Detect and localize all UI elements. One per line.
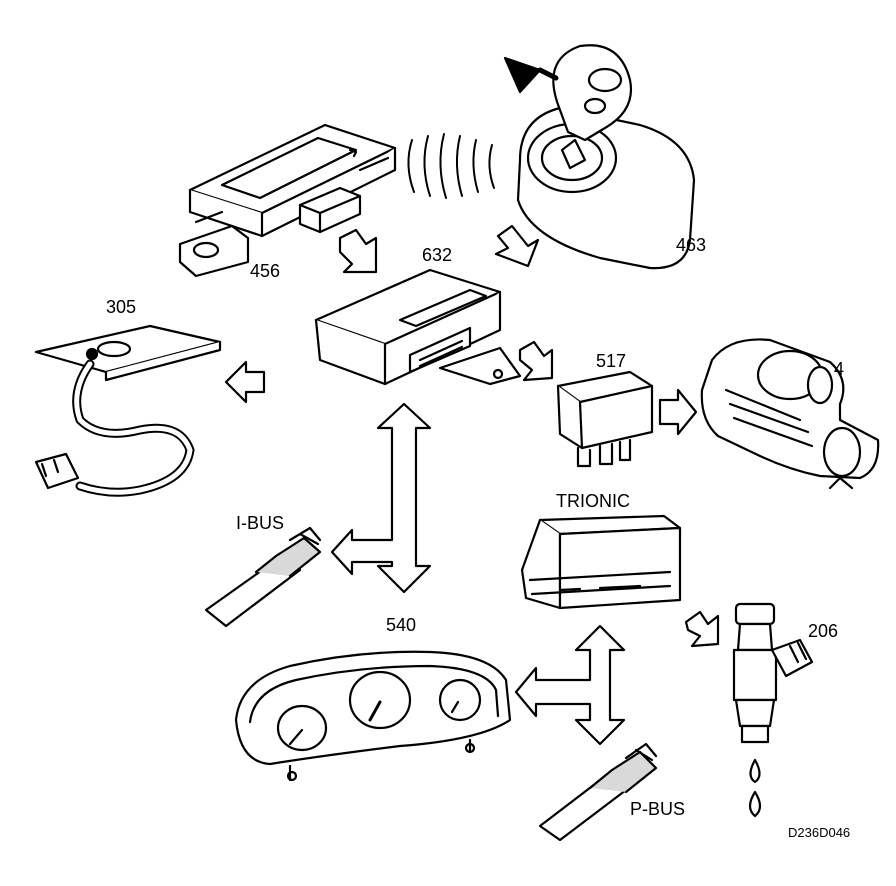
theft-module-456-illustration	[178, 123, 397, 278]
antenna-305-illustration	[34, 324, 222, 497]
label-632: 632	[422, 245, 453, 265]
flow-arrows	[224, 224, 720, 746]
label-i-bus: I-BUS	[236, 513, 285, 533]
arrow-trionic-to-injector	[684, 610, 720, 648]
central-electronic-unit-632-illustration	[314, 268, 522, 386]
arrow-relay-to-starter	[658, 388, 698, 436]
arrow-central-to-relay	[518, 340, 554, 382]
label-305: 305	[106, 297, 137, 317]
p-bus-cable-illustration	[538, 742, 658, 842]
arrow-key-to-central	[494, 224, 540, 268]
label-463: 463	[676, 235, 707, 255]
trionic-ecu-illustration	[520, 514, 682, 610]
figure-code: D236D046	[788, 825, 851, 840]
ignition-key-463-illustration	[503, 44, 696, 270]
label-206: 206	[808, 621, 839, 641]
instrument-cluster-540-illustration	[234, 650, 512, 782]
arrow-central-to-antenna	[224, 360, 266, 404]
label-trionic: TRIONIC	[556, 491, 630, 511]
label-517: 517	[596, 351, 627, 371]
starter-motor-4-illustration	[700, 338, 880, 490]
relay-517-illustration	[556, 370, 654, 468]
fuel-injector-206-illustration	[732, 602, 814, 818]
arrow-i-bus-bidirectional	[330, 402, 432, 594]
label-p-bus: P-BUS	[630, 799, 686, 819]
label-4: 4	[834, 359, 845, 379]
i-bus-cable-illustration	[204, 526, 322, 628]
radio-signal-waves	[407, 133, 495, 199]
label-540: 540	[386, 615, 417, 635]
arrow-theft-to-central	[338, 228, 378, 274]
arrow-p-bus-bidirectional	[514, 624, 626, 746]
label-456: 456	[250, 261, 281, 281]
